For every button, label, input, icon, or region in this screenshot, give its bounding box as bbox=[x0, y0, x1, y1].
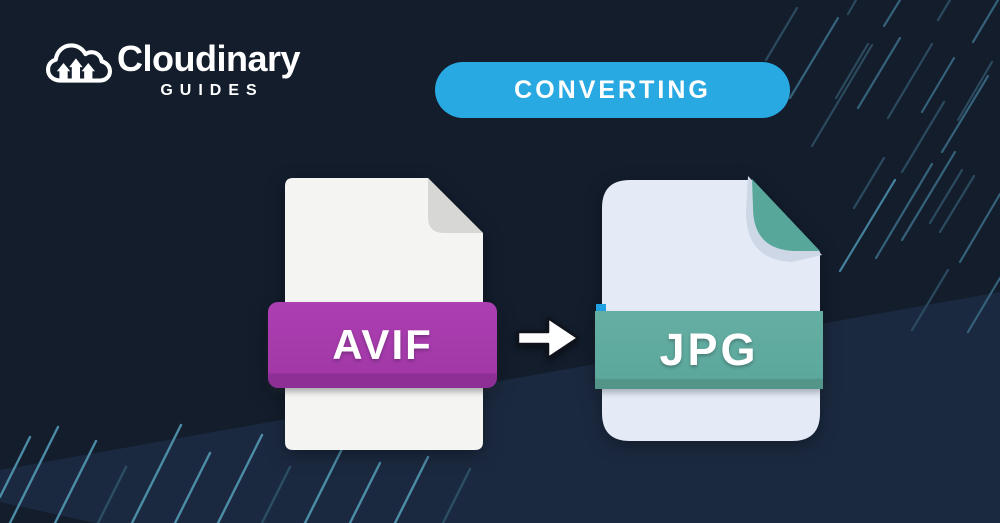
avif-label: AVIF bbox=[332, 321, 433, 368]
brand-subtitle: GUIDES bbox=[160, 82, 264, 99]
brand-logo: Cloudinary GUIDES bbox=[46, 38, 301, 100]
streaks-top-right bbox=[764, 0, 1000, 334]
avif-banner-ribbon bbox=[268, 302, 497, 388]
brand-name: Cloudinary bbox=[117, 38, 301, 79]
converting-badge: CONVERTING bbox=[435, 62, 790, 118]
jpg-fold-corner bbox=[752, 179, 820, 251]
arrow-right-icon bbox=[516, 316, 580, 360]
jpg-label: JPG bbox=[659, 324, 759, 375]
streaks-bottom-left bbox=[0, 423, 472, 523]
cloudinary-cloud-icon bbox=[46, 43, 112, 83]
avif-fold-corner bbox=[428, 178, 483, 233]
jpg-banner-ribbon bbox=[595, 311, 823, 389]
jpg-banner-blue-notch bbox=[596, 304, 606, 314]
